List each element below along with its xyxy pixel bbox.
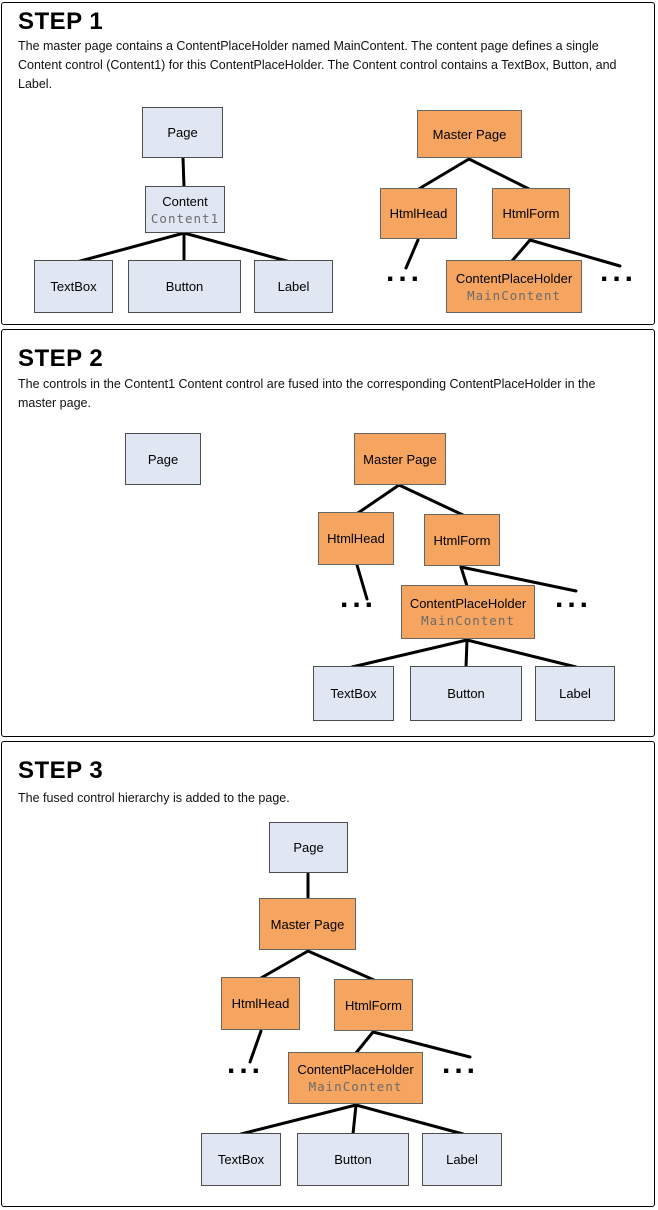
step1-content-node: Content Content1 bbox=[145, 186, 225, 233]
step1-title: STEP 1 bbox=[18, 8, 104, 35]
step3-title: STEP 3 bbox=[18, 757, 104, 784]
step2-ellipsis-left: ... bbox=[340, 581, 378, 614]
step3-contentplaceholder-node: ContentPlaceHolder MainContent bbox=[288, 1052, 423, 1104]
step1-textbox-node: TextBox bbox=[34, 260, 113, 313]
step1-description: The master page contains a ContentPlaceH… bbox=[18, 39, 617, 91]
step3-htmlform-node: HtmlForm bbox=[334, 979, 413, 1031]
tree-edge bbox=[356, 483, 401, 515]
tree-edge bbox=[248, 1029, 263, 1064]
node-label: Button bbox=[334, 1152, 372, 1167]
node-label: Master Page bbox=[270, 916, 345, 932]
node-label: TextBox bbox=[50, 279, 97, 294]
tree-edge bbox=[528, 238, 622, 268]
tree-edge bbox=[415, 157, 471, 192]
node-label: Master Page bbox=[432, 126, 507, 142]
step3-description: The fused control hierarchy is added to … bbox=[18, 791, 290, 805]
node-id-label: Content1 bbox=[150, 210, 220, 226]
step1-ellipsis-right: ... bbox=[600, 255, 638, 288]
tree-edge bbox=[464, 638, 469, 669]
step1-master-page-node: Master Page bbox=[417, 110, 522, 158]
step3-master-page-node: Master Page bbox=[259, 898, 356, 950]
tree-edge bbox=[259, 949, 310, 980]
tree-edge bbox=[510, 238, 532, 263]
step3-button-node: Button bbox=[297, 1133, 409, 1186]
tree-edge bbox=[467, 157, 533, 192]
step2-page-node: Page bbox=[125, 433, 201, 485]
step3-ellipsis-right: ... bbox=[442, 1047, 480, 1080]
node-label: Label bbox=[277, 279, 310, 294]
step2-master-page-node: Master Page bbox=[354, 433, 446, 485]
step2-ellipsis-right: ... bbox=[555, 581, 593, 614]
step1-contentplaceholder-node: ContentPlaceHolder MainContent bbox=[446, 260, 582, 313]
tree-edge bbox=[355, 563, 369, 601]
step1-button-node: Button bbox=[128, 260, 241, 313]
step1-label-node: Label bbox=[254, 260, 333, 313]
step3-ellipsis-left: ... bbox=[227, 1047, 265, 1080]
tree-edge bbox=[397, 483, 465, 517]
step2-textbox-node: TextBox bbox=[313, 666, 394, 721]
node-label: HtmlHead bbox=[231, 996, 290, 1011]
node-id-label: MainContent bbox=[308, 1079, 403, 1094]
step1-ellipsis-left: ... bbox=[386, 255, 424, 288]
step3-label-node: Label bbox=[422, 1133, 502, 1186]
node-label: HtmlForm bbox=[502, 206, 560, 221]
tree-edge bbox=[459, 565, 469, 588]
step3-page-node: Page bbox=[269, 822, 348, 873]
node-label: ContentPlaceHolder bbox=[297, 1062, 414, 1077]
node-label: HtmlForm bbox=[433, 532, 491, 548]
node-label: HtmlHead bbox=[389, 206, 448, 221]
step1-htmlhead-node: HtmlHead bbox=[380, 188, 457, 239]
node-label: ContentPlaceHolder bbox=[455, 270, 573, 286]
step2-contentplaceholder-node: ContentPlaceHolder MainContent bbox=[401, 585, 535, 639]
tree-edge bbox=[239, 1103, 358, 1136]
node-label: Button bbox=[447, 686, 485, 701]
step2-htmlhead-node: HtmlHead bbox=[318, 512, 394, 565]
tree-edge bbox=[404, 238, 420, 270]
tree-edge bbox=[181, 156, 186, 189]
step2-title: STEP 2 bbox=[18, 345, 104, 372]
tree-edge bbox=[354, 1030, 375, 1055]
node-label: Content bbox=[162, 193, 208, 209]
node-id-label: MainContent bbox=[421, 613, 515, 628]
node-label: TextBox bbox=[330, 686, 377, 701]
node-label: Page bbox=[293, 840, 324, 855]
node-id-label: MainContent bbox=[467, 287, 561, 303]
node-label: ContentPlaceHolder bbox=[409, 596, 527, 611]
node-label: Page bbox=[167, 125, 198, 140]
tree-edge bbox=[354, 1103, 465, 1136]
tree-edge bbox=[182, 231, 296, 265]
node-label: Master Page bbox=[363, 451, 437, 467]
step3-htmlhead-node: HtmlHead bbox=[221, 977, 300, 1030]
tree-edge bbox=[350, 638, 469, 669]
step1-page-node: Page bbox=[142, 107, 223, 158]
step2-htmlform-node: HtmlForm bbox=[424, 514, 500, 566]
step1-htmlform-node: HtmlForm bbox=[492, 188, 570, 239]
tree-edge bbox=[306, 949, 376, 982]
node-label: Page bbox=[147, 451, 179, 467]
tree-edge bbox=[371, 1030, 472, 1059]
step3-textbox-node: TextBox bbox=[201, 1133, 281, 1186]
node-label: HtmlHead bbox=[327, 531, 385, 546]
step2-label-node: Label bbox=[535, 666, 615, 721]
step2-description: The controls in the Content1 Content con… bbox=[18, 377, 596, 410]
node-label: Label bbox=[446, 1152, 478, 1167]
node-label: Button bbox=[165, 279, 204, 294]
step2-button-node: Button bbox=[410, 666, 522, 721]
tree-edge bbox=[459, 565, 578, 593]
step3-panel bbox=[1, 741, 655, 1207]
tree-edge bbox=[71, 231, 186, 265]
node-label: HtmlForm bbox=[344, 997, 403, 1013]
tree-edge bbox=[351, 1103, 358, 1136]
node-label: TextBox bbox=[217, 1152, 265, 1167]
tree-edge bbox=[465, 638, 578, 669]
node-label: Label bbox=[559, 686, 591, 701]
